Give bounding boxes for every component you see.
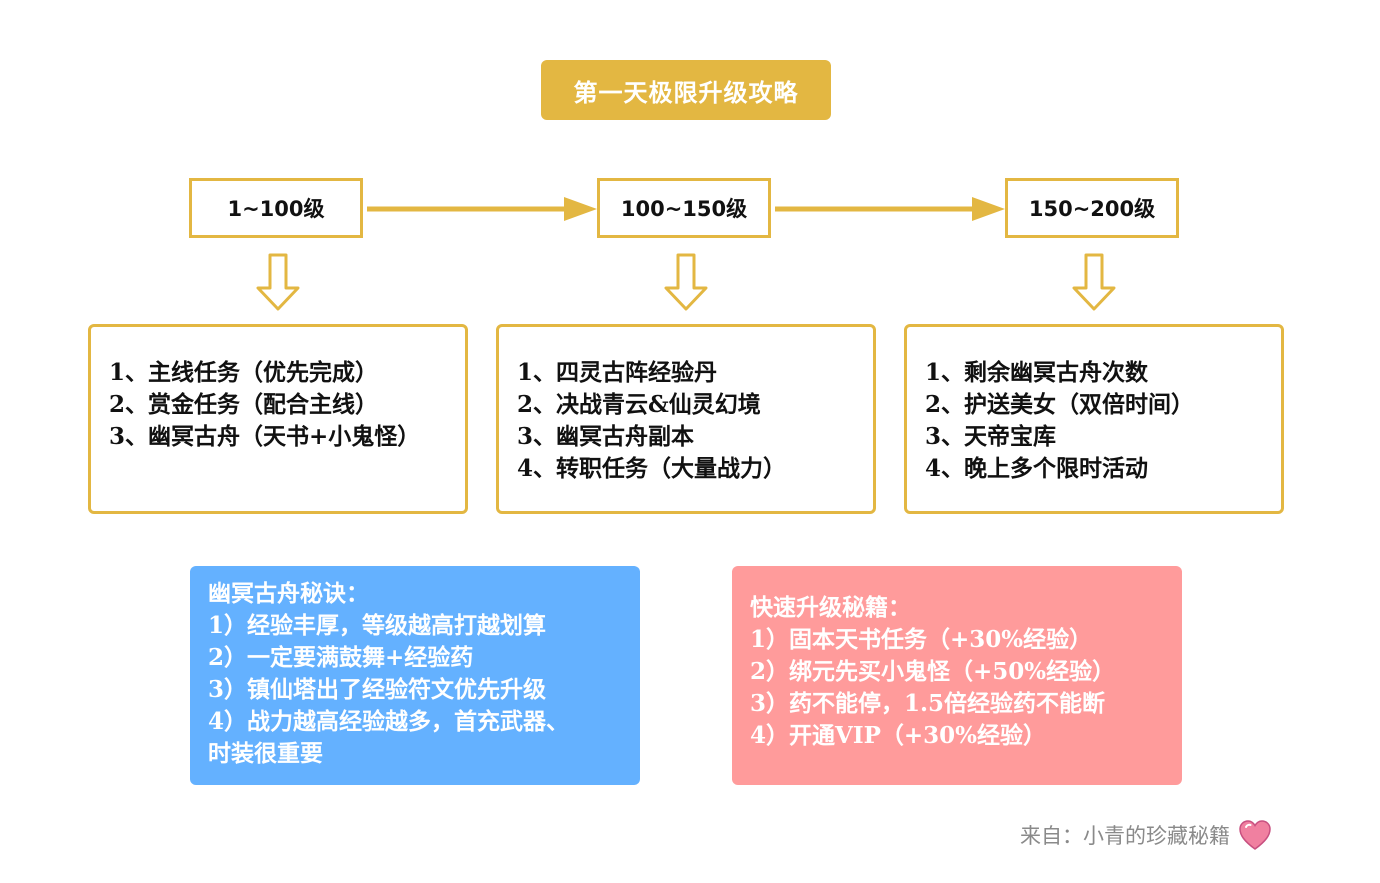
tip-item: 3）镇仙塔出了经验符文优先升级	[208, 676, 547, 703]
level-box-2: 100~150级	[597, 178, 771, 238]
tip-title: 快速升级秘籍：	[750, 595, 911, 621]
task-box-2: 1、四灵古阵经验丹 2、决战青云&仙灵幻境 3、幽冥古舟副本 4、转职任务（大量…	[496, 324, 876, 514]
source-text: 来自：小青的珍藏秘籍	[1020, 824, 1230, 848]
down-arrow-3	[1072, 253, 1116, 311]
level-arrow-1	[367, 197, 597, 221]
tip-item: 1）固本天书任务（+30%经验）	[750, 626, 1093, 653]
task-box-1: 1、主线任务（优先完成） 2、赏金任务（配合主线） 3、幽冥古舟（天书+小鬼怪）	[88, 324, 468, 514]
task-item: 1、剩余幽冥古舟次数	[925, 359, 1149, 386]
tip-title: 幽冥古舟秘诀：	[208, 581, 369, 607]
task-item: 3、幽冥古舟（天书+小鬼怪）	[109, 423, 421, 450]
tip-item: 4）开通VIP（+30%经验）	[750, 722, 1047, 749]
tip-item: 2）一定要满鼓舞+经验药	[208, 644, 474, 671]
heart-icon	[1239, 820, 1271, 850]
tip-box-fast-level: 快速升级秘籍： 1）固本天书任务（+30%经验） 2）绑元先买小鬼怪（+50%经…	[732, 566, 1182, 785]
task-item: 1、主线任务（优先完成）	[109, 359, 379, 386]
down-arrow-1	[256, 253, 300, 311]
task-item: 4、晚上多个限时活动	[925, 455, 1149, 482]
tip-item: 时装很重要	[208, 740, 323, 767]
tip-item: 2）绑元先买小鬼怪（+50%经验）	[750, 658, 1116, 685]
task-item: 4、转职任务（大量战力）	[517, 455, 787, 482]
level-arrow-2	[775, 197, 1005, 221]
task-item: 2、决战青云&仙灵幻境	[517, 391, 761, 418]
level-box-1: 1~100级	[189, 178, 363, 238]
tip-item: 3）药不能停，1.5倍经验药不能断	[750, 690, 1106, 717]
tip-box-ghost-ship: 幽冥古舟秘诀： 1）经验丰厚，等级越高打越划算 2）一定要满鼓舞+经验药 3）镇…	[190, 566, 640, 785]
task-item: 1、四灵古阵经验丹	[517, 359, 718, 386]
down-arrow-2	[664, 253, 708, 311]
task-item: 3、天帝宝库	[925, 423, 1057, 450]
tip-item: 4）战力越高经验越多，首充武器、	[208, 708, 570, 735]
task-item: 2、护送美女（双倍时间）	[925, 391, 1195, 418]
task-item: 2、赏金任务（配合主线）	[109, 391, 379, 418]
diagram-title: 第一天极限升级攻略	[541, 60, 831, 120]
level-box-3: 150~200级	[1005, 178, 1179, 238]
task-item: 3、幽冥古舟副本	[517, 423, 695, 450]
tip-item: 1）经验丰厚，等级越高打越划算	[208, 612, 547, 639]
source-credit: 来自：小青的珍藏秘籍	[1020, 818, 1272, 852]
task-box-3: 1、剩余幽冥古舟次数 2、护送美女（双倍时间） 3、天帝宝库 4、晚上多个限时活…	[904, 324, 1284, 514]
